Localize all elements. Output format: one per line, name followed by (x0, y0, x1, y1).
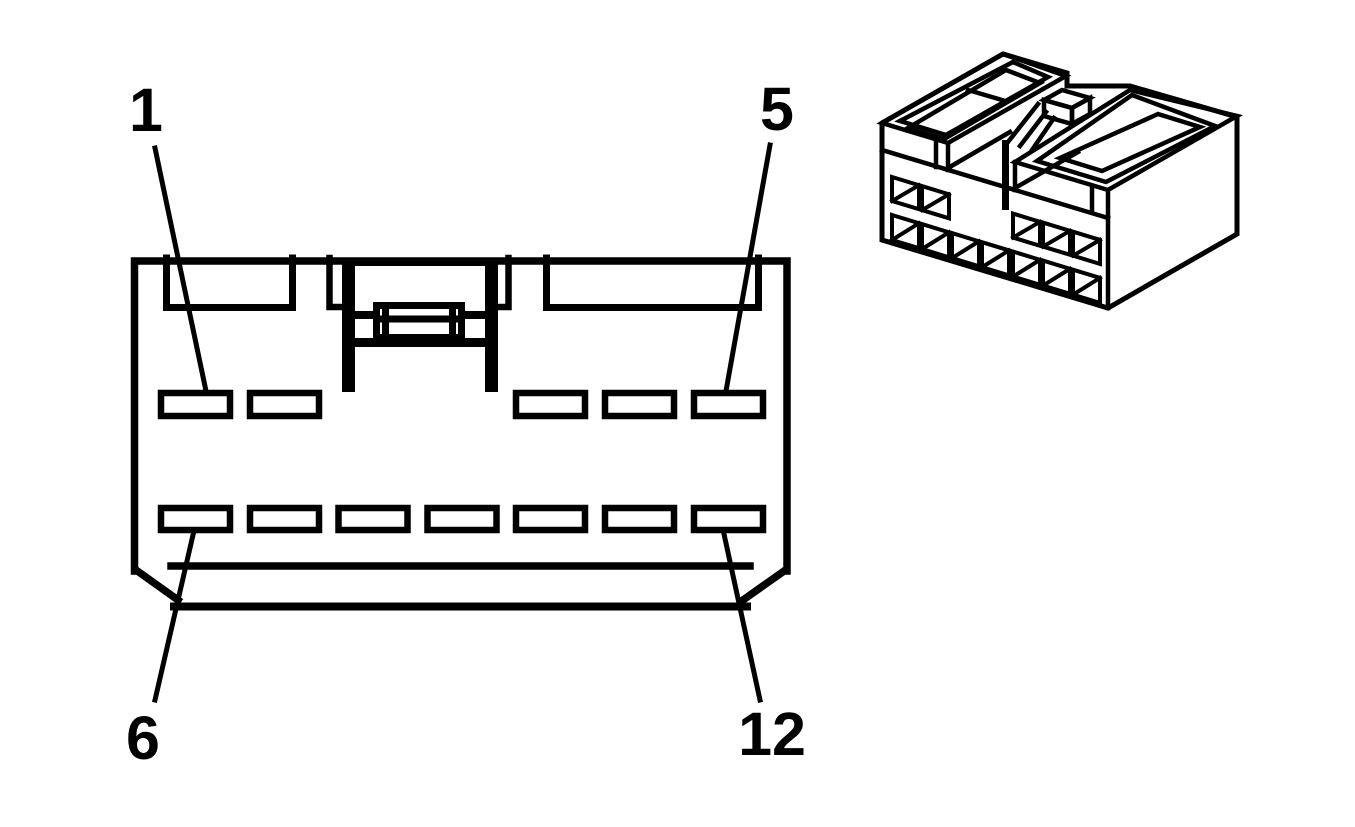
iso-slot-t3-tab (1010, 219, 1043, 241)
lock-channel (342, 258, 498, 392)
callout-labels: 1 5 6 12 (126, 75, 806, 772)
callout-label-6: 6 (126, 704, 160, 772)
pin-cavity-10 (512, 504, 589, 534)
iso-slot-b7-tab (1070, 275, 1103, 298)
pin-cavity-1 (157, 389, 234, 420)
lock-shelf-left (355, 311, 373, 319)
iso-slot-b5-tab (1010, 257, 1043, 280)
iso-slot-b4-tab (979, 247, 1012, 270)
iso-slot-b2-tab (919, 229, 952, 252)
callout-leader-6 (152, 532, 196, 703)
iso-slot-b5 (1011, 248, 1042, 288)
iso-latch-side (1069, 94, 1093, 128)
iso-slot-b1-tab (889, 220, 922, 243)
iso-trough-right-rim-inner (1031, 92, 1221, 185)
iso-slot-b2 (920, 221, 951, 260)
iso-slot-t5-tab (1070, 237, 1103, 259)
pin-cavity-7 (246, 504, 323, 534)
front-body-chamfer-left (130, 564, 184, 606)
callout-label-5: 5 (760, 75, 794, 143)
pin-cavity-6 (157, 504, 234, 534)
callout-leader-12 (721, 531, 763, 703)
key-notch-left (163, 254, 296, 311)
iso-slot-b3 (950, 230, 981, 269)
key-notch-right (543, 254, 762, 311)
iso-channel-floor-left (944, 128, 1014, 172)
lock-channel-wall-right (485, 258, 498, 392)
iso-slot-b7 (1071, 267, 1102, 306)
callout-leader-1 (152, 145, 209, 394)
iso-slot-b3-tab (949, 238, 982, 261)
iso-slot-t3 (1011, 210, 1042, 249)
iso-slot-row-bottom (889, 212, 1103, 306)
iso-trough-left-rim-inner (894, 59, 1054, 138)
iso-slot-b4 (980, 239, 1011, 279)
iso-channel-floor-right (1011, 148, 1082, 192)
iso-latch-arm-2 (1016, 108, 1050, 150)
callout-label-12: 12 (738, 700, 806, 768)
connector-iso-view (876, 51, 1244, 311)
callout-label-1: 1 (129, 76, 163, 144)
front-body-chamfer-right (737, 564, 791, 606)
iso-slot-t4 (1041, 219, 1072, 258)
iso-slot-t2 (920, 183, 951, 221)
key-rib-right (495, 254, 512, 311)
lock-channel-wall-left (342, 258, 355, 392)
iso-lock-channel (944, 87, 1096, 210)
iso-slot-b6-tab (1040, 266, 1073, 289)
pin-row-top (157, 389, 767, 420)
key-rib-left (326, 254, 343, 311)
pin-row-bottom (157, 504, 767, 534)
iso-trough-left-rim-outer (876, 51, 1072, 146)
pin-cavity-11 (601, 504, 678, 534)
iso-latch-arm-3 (1028, 114, 1058, 154)
pin-cavity-2 (246, 389, 323, 420)
pin-cavity-5 (690, 389, 767, 420)
pin-cavity-3 (512, 389, 589, 420)
latch-outer (373, 302, 465, 341)
iso-trough-left-cross-wall (965, 87, 1005, 103)
iso-slot-row-top (889, 174, 1103, 267)
iso-slot-t2-tab (919, 191, 952, 213)
pin-cavity-9 (424, 504, 500, 534)
lock-shelf-bottom (355, 338, 485, 347)
pin-cavity-8 (335, 504, 411, 534)
iso-latch-arm-1 (1004, 100, 1042, 146)
iso-slot-t1-tab (889, 182, 922, 204)
iso-trough-right-cavity (1053, 111, 1207, 174)
iso-slot-t4-tab (1040, 228, 1073, 250)
iso-slot-t5 (1071, 229, 1102, 267)
iso-deck-edge (879, 147, 1111, 221)
callout-leader-5 (723, 142, 773, 394)
lock-shelf-right (465, 311, 485, 319)
iso-channel-slot (1002, 140, 1009, 210)
lock-channel-top-bar (355, 258, 485, 266)
pin-cavity-4 (601, 389, 678, 420)
connector-front-view (130, 142, 791, 703)
iso-slot-b6 (1041, 257, 1072, 297)
iso-slot-t1 (890, 174, 921, 212)
iso-slot-b1 (890, 212, 921, 251)
pin-cavity-12 (690, 504, 767, 534)
